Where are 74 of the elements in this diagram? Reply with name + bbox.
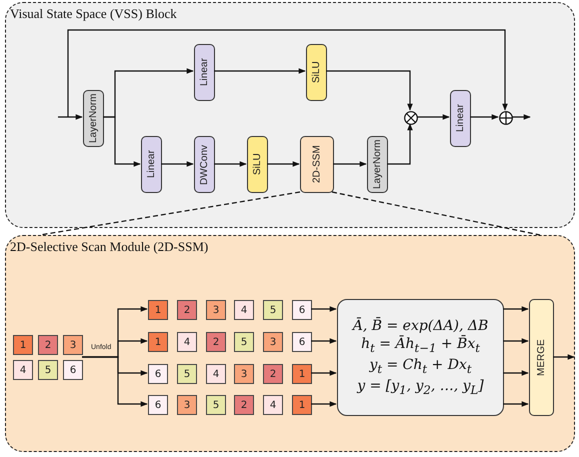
arrow (553, 354, 575, 360)
sequence-cell: 4 (177, 332, 197, 352)
linear-box: Linear (194, 44, 215, 101)
sequence-cell: 5 (263, 300, 283, 320)
silu-box: SiLU (306, 44, 327, 101)
sequence-cell: 4 (263, 395, 283, 415)
sequence-cell: 6 (148, 364, 168, 384)
equation: Ā, B̄ = exp(ΔA), ΔB (352, 318, 488, 334)
arrow (311, 401, 337, 407)
sequence-cell: 6 (63, 360, 83, 380)
group-title: 2D-Selective Scan Module (2D-SSM) (10, 239, 208, 255)
arrow (82, 356, 148, 407)
sequence-cell: 3 (177, 395, 197, 415)
sequence-cell: 3 (206, 300, 226, 320)
equation-box (337, 299, 504, 416)
ssm-box: 2D-SSM (300, 136, 334, 193)
sequence-cell: 5 (234, 332, 254, 352)
arrow (267, 161, 300, 167)
group-panel (5, 2, 575, 228)
arrow (326, 70, 413, 111)
arrow (311, 306, 337, 312)
sequence-cell: 5 (206, 395, 226, 415)
sequence-cell: 2 (177, 300, 197, 320)
equation: y = [y$_{1}$, y$_{2}$, …, y$_{L}$] (357, 378, 484, 397)
sequence-cell: 2 (234, 395, 254, 415)
linear-box: Linear (450, 90, 471, 147)
sequence-cell: 2 (38, 335, 58, 355)
sequence-cell: 6 (292, 332, 312, 352)
arrow (503, 338, 529, 344)
merge-box: MERGE (529, 299, 554, 416)
zoom-line (40, 191, 300, 236)
sequence-cell: 3 (63, 335, 83, 355)
layernorm-box: LayerNorm (367, 136, 388, 193)
sequence-cell: 2 (263, 364, 283, 384)
arrow (67, 29, 508, 117)
sequence-cell: 1 (13, 335, 33, 355)
sequence-cell: 4 (234, 300, 254, 320)
sequence-cell: 5 (38, 360, 58, 380)
arrow (214, 68, 306, 74)
sequence-cell: 5 (177, 364, 197, 384)
arrow (58, 114, 83, 120)
sequence-cell: 2 (206, 332, 226, 352)
arrow (333, 161, 367, 167)
arrow (161, 161, 194, 167)
arrow (311, 338, 337, 344)
arrow (470, 114, 499, 120)
sequence-cell: 4 (206, 364, 226, 384)
sequence-cell: 1 (148, 332, 168, 352)
equation: h$_{t}$ = Āh$_{t−1}$ + B̄x$_{t}$ (361, 336, 480, 356)
sequence-cell: 4 (13, 360, 33, 380)
arrow (503, 401, 529, 407)
arrow (214, 161, 247, 167)
arrow (503, 306, 529, 312)
sequence-cell: 6 (292, 300, 312, 320)
sequence-cell: 1 (292, 364, 312, 384)
sequence-cell: 6 (148, 395, 168, 415)
group-title: Visual State Space (VSS) Block (10, 6, 177, 22)
zoom-line (332, 191, 540, 236)
sequence-cell: 1 (292, 395, 312, 415)
layernorm-box: LayerNorm (83, 90, 104, 147)
arrow (417, 114, 450, 120)
group-panel (5, 235, 575, 452)
dwconv-box: DWConv (194, 136, 215, 193)
silu-box: SiLU (247, 136, 268, 193)
arrow (503, 370, 529, 376)
arrow (387, 123, 413, 165)
equation: y$_{t}$ = Ch$_{t}$ + Dx$_{t}$ (369, 357, 472, 376)
sequence-cell: 1 (148, 300, 168, 320)
arrow (103, 116, 141, 167)
linear-box: Linear (141, 136, 162, 193)
arrow (311, 370, 337, 376)
sequence-cell: 3 (263, 332, 283, 352)
arrow (512, 114, 531, 120)
sequence-cell: 3 (234, 364, 254, 384)
